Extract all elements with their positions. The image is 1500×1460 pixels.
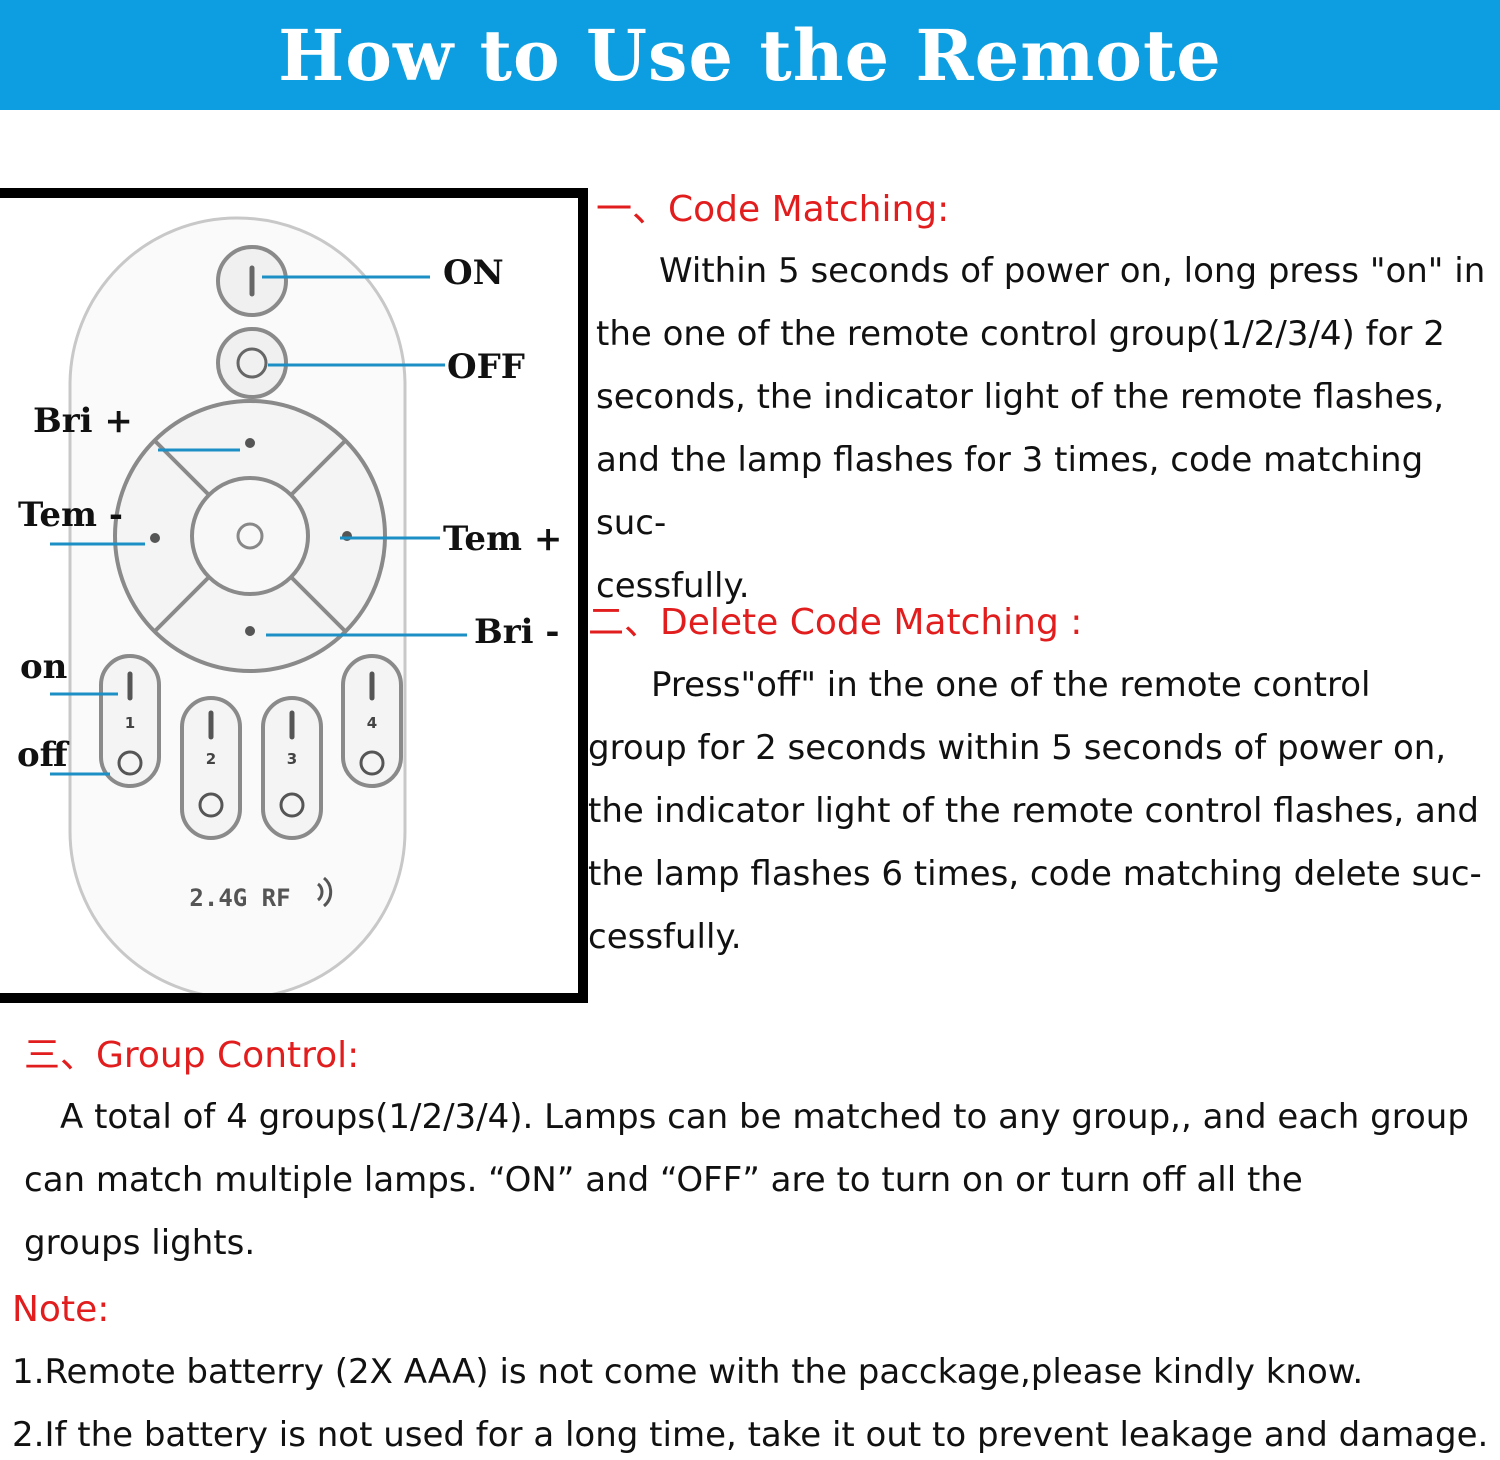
callout-bri-minus: Bri - bbox=[474, 612, 560, 652]
group-number-2: 2 bbox=[206, 750, 216, 768]
group-button-1 bbox=[99, 654, 161, 788]
code-matching-text: Within 5 seconds of power on, long press… bbox=[596, 240, 1496, 618]
wireless-signal-icon bbox=[316, 876, 333, 908]
delete-code-line-3: the indicator light of the remote contro… bbox=[588, 791, 1479, 831]
code-matching-line-5: cessfully. bbox=[596, 566, 750, 606]
code-matching-title: 一、Code Matching: bbox=[596, 189, 950, 230]
delete-code-line-5: cessfully. bbox=[588, 917, 742, 957]
delete-code-line-2: group for 2 seconds within 5 seconds of … bbox=[588, 728, 1447, 768]
callout-group-off: off bbox=[17, 735, 68, 775]
group-button-4 bbox=[341, 654, 403, 788]
delete-code-text: Press"off" in the one of the remote cont… bbox=[588, 654, 1496, 969]
code-matching-line-1: Within 5 seconds of power on, long press… bbox=[659, 251, 1486, 291]
group-control-line-3: groups lights. bbox=[24, 1223, 256, 1263]
group-button-3 bbox=[261, 696, 323, 840]
title-banner: How to Use the Remote bbox=[0, 0, 1500, 110]
group-control-line-2: can match multiple lamps. “ON” and “OFF”… bbox=[24, 1160, 1303, 1200]
callout-bri-plus: Bri + bbox=[33, 401, 133, 441]
bri-minus-dot bbox=[245, 626, 255, 636]
code-matching-line-2: the one of the remote control group(1/2/… bbox=[596, 314, 1445, 354]
group-number-4: 4 bbox=[367, 714, 377, 732]
group-control-title: 三、Group Control: bbox=[24, 1035, 360, 1076]
callout-tem-minus: Tem - bbox=[18, 495, 123, 535]
group-control-text: A total of 4 groups(1/2/3/4). Lamps can … bbox=[24, 1086, 1494, 1275]
code-matching-line-4: and the lamp flashes for 3 times, code m… bbox=[596, 440, 1424, 543]
callout-on: ON bbox=[443, 253, 504, 293]
delete-code-line-1: Press"off" in the one of the remote cont… bbox=[651, 665, 1371, 705]
power-off-icon bbox=[236, 347, 268, 379]
callout-tem-plus: Tem + bbox=[443, 519, 563, 559]
remote-illustration-frame: 1 2 3 4 2.4G RF ON OFF Bri + Tem - Tem +… bbox=[0, 188, 588, 1003]
group-number-1: 1 bbox=[125, 714, 135, 732]
page-title: How to Use the Remote bbox=[278, 13, 1222, 97]
main-off-button bbox=[216, 327, 288, 399]
group-number-3: 3 bbox=[287, 750, 297, 768]
rf-label: 2.4G RF bbox=[189, 884, 290, 912]
delete-code-title: 二、Delete Code Matching : bbox=[588, 602, 1083, 643]
tem-minus-dot bbox=[150, 533, 160, 543]
remote-illustration: 1 2 3 4 2.4G RF bbox=[50, 216, 467, 993]
callout-lines bbox=[50, 275, 467, 776]
callout-off: OFF bbox=[447, 347, 525, 387]
delete-code-line-4: the lamp flashes 6 times, code matching … bbox=[588, 854, 1482, 894]
bri-plus-dot bbox=[245, 438, 255, 448]
group-button-2 bbox=[180, 696, 242, 840]
note-title: Note: bbox=[12, 1289, 110, 1330]
code-matching-line-3: seconds, the indicator light of the remo… bbox=[596, 377, 1445, 417]
dpad-center-button bbox=[190, 476, 310, 596]
group-control-line-1: A total of 4 groups(1/2/3/4). Lamps can … bbox=[60, 1097, 1469, 1137]
note-item-2: 2.If the battery is not used for a long … bbox=[12, 1415, 1489, 1455]
callout-group-on: on bbox=[20, 647, 68, 687]
note-item-1: 1.Remote batterry (2X AAA) is not come w… bbox=[12, 1352, 1364, 1392]
